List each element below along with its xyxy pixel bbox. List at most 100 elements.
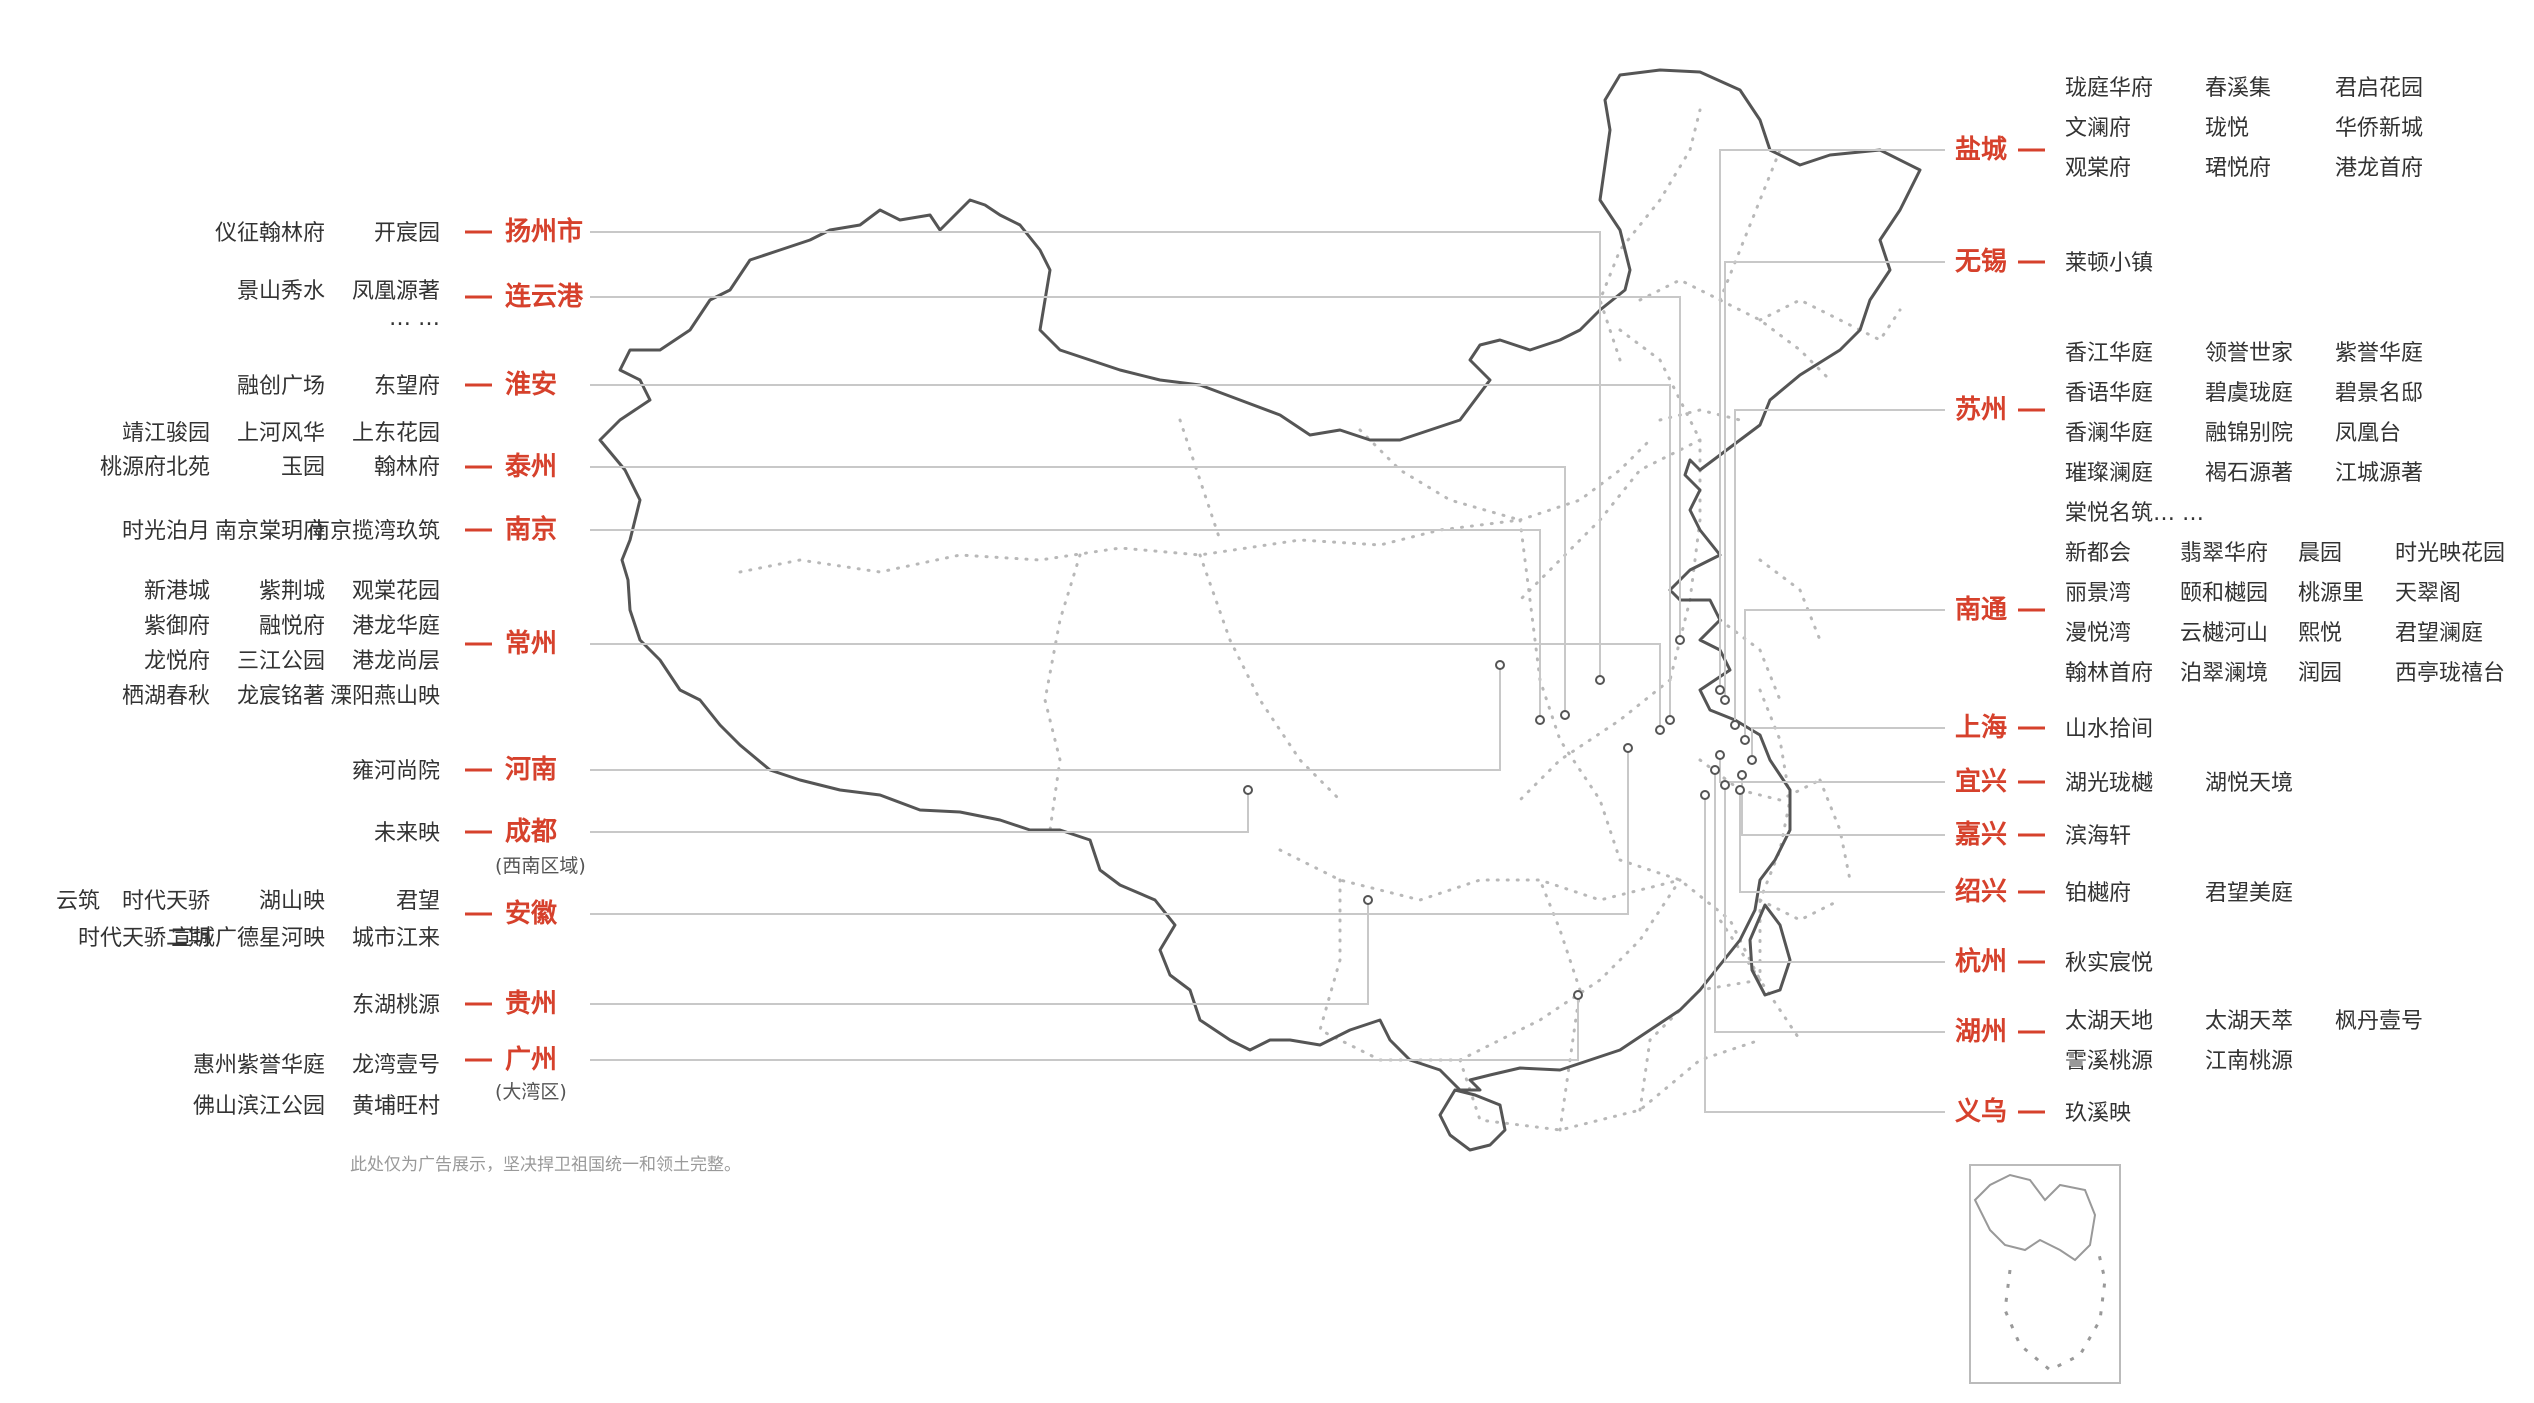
project-name: 东湖桃源	[352, 993, 440, 1018]
inset-frame	[1969, 1164, 2121, 1384]
project-name: 佛山滨江公园	[193, 1094, 325, 1119]
inset-coastline	[1973, 1173, 2097, 1262]
city-label: 泰州	[505, 452, 557, 482]
location-dot	[1700, 790, 1710, 800]
project-name: 上东花园	[352, 421, 440, 446]
city-label: 贵州	[505, 989, 557, 1019]
project-name: 翡翠华府	[2180, 541, 2268, 566]
location-dot	[1720, 780, 1730, 790]
project-name: 天翠阁	[2395, 581, 2461, 606]
project-name: 紫荆城	[259, 579, 325, 604]
project-name: 春溪集	[2205, 76, 2271, 101]
project-name: 凤凰源著	[352, 279, 440, 304]
leader-line	[590, 231, 1601, 680]
project-name: 漫悦湾	[2065, 621, 2131, 646]
location-dot	[1535, 715, 1545, 725]
project-name: 莱顿小镇	[2065, 251, 2153, 276]
project-name: 融悦府	[259, 614, 325, 639]
project-name: 太湖天地	[2065, 1009, 2153, 1034]
project-name: 东望府	[374, 374, 440, 399]
location-dot	[1715, 685, 1725, 695]
leader-line	[1719, 149, 1945, 690]
location-dot	[1710, 765, 1720, 775]
city-label: 淮安	[505, 370, 557, 400]
leader-line	[590, 790, 1249, 833]
project-name: 凤凰台	[2335, 421, 2401, 446]
project-name: 泊翠澜境	[2180, 661, 2268, 686]
project-name: 时代天骄	[122, 889, 210, 914]
project-name: 桃源府北苑	[100, 455, 210, 480]
leader-line	[590, 900, 1369, 1005]
china-map	[598, 68, 2121, 1384]
leader-line	[590, 995, 1579, 1061]
project-name: 香澜华庭	[2065, 421, 2153, 446]
project-name: 港龙尚层	[352, 649, 440, 674]
leader-line	[1714, 770, 1945, 1033]
leader-line	[590, 384, 1671, 720]
city-label: 河南	[505, 755, 557, 785]
project-name: 秋实宸悦	[2065, 951, 2153, 976]
city-label: 无锡	[1955, 247, 2007, 277]
city-region-note: (西南区域)	[495, 855, 586, 877]
project-name: 上河风华	[237, 421, 325, 446]
leader-line	[1741, 775, 1945, 836]
location-dot	[1655, 725, 1665, 735]
project-name: 棠悦名筑… …	[2065, 501, 2204, 526]
project-name: 融锦别院	[2205, 421, 2293, 446]
project-name: 华侨新城	[2335, 116, 2423, 141]
city-label: 义乌	[1955, 1096, 2007, 1127]
project-name: 观棠花园	[352, 579, 440, 604]
project-name: 新港城	[144, 579, 210, 604]
location-dot	[1363, 895, 1373, 905]
project-name: 景山秀水	[237, 279, 325, 304]
project-name: 南京揽湾玖筑	[308, 519, 440, 544]
project-name: 玉园	[281, 455, 325, 480]
project-name: 君望澜庭	[2395, 621, 2483, 646]
project-name: 惠州紫誉华庭	[193, 1053, 325, 1078]
city-label: 嘉兴	[1955, 820, 2007, 850]
project-name: 璀璨澜庭	[2065, 461, 2153, 486]
project-name: 君启花园	[2335, 76, 2423, 101]
leader-line	[590, 466, 1566, 715]
project-name: 玖溪映	[2065, 1101, 2131, 1126]
leader-line	[590, 296, 1681, 640]
location-dot	[1715, 750, 1725, 760]
province-boundaries	[738, 108, 1902, 1132]
project-name: 珺悦府	[2205, 156, 2271, 181]
location-dot	[1623, 743, 1633, 753]
project-name: 君望美庭	[2205, 881, 2293, 906]
project-name: 湖光珑樾	[2065, 771, 2153, 796]
project-name: 太湖天萃	[2205, 1009, 2293, 1034]
project-name: 熙悦	[2298, 621, 2342, 646]
project-name: 港龙华庭	[352, 614, 440, 639]
location-dot	[1730, 720, 1740, 730]
location-dot	[1735, 785, 1745, 795]
city-label: 杭州	[1955, 946, 2007, 977]
project-name: 雍河尚院	[352, 759, 440, 784]
project-name: 宣城广德星河映	[171, 926, 325, 951]
location-dot	[1747, 755, 1757, 765]
inset-dashes	[2003, 1249, 2107, 1372]
city-label: 扬州市	[505, 216, 583, 247]
project-name: 龙宸铭著	[237, 684, 325, 709]
leader-line	[590, 665, 1501, 771]
location-dot	[1737, 770, 1747, 780]
project-name: 文澜府	[2065, 116, 2131, 141]
project-name: 三江公园	[237, 649, 325, 674]
project-name: 山水拾间	[2065, 717, 2153, 742]
location-dot	[1495, 660, 1505, 670]
project-name: 香江华庭	[2065, 341, 2153, 366]
project-name: 时代天骄二期	[78, 926, 210, 951]
project-name: 珑庭华府	[2065, 76, 2153, 101]
project-name: … …	[389, 306, 440, 331]
project-name: 颐和樾园	[2180, 581, 2268, 606]
leader-line	[1739, 790, 1945, 893]
project-name: 港龙首府	[2335, 156, 2423, 181]
location-dot	[1595, 675, 1605, 685]
city-label: 常州	[505, 629, 557, 659]
city-label: 连云港	[505, 282, 584, 312]
leader-line	[590, 643, 1661, 730]
project-name: 江南桃源	[2205, 1049, 2293, 1074]
leader-line	[1734, 409, 1945, 725]
